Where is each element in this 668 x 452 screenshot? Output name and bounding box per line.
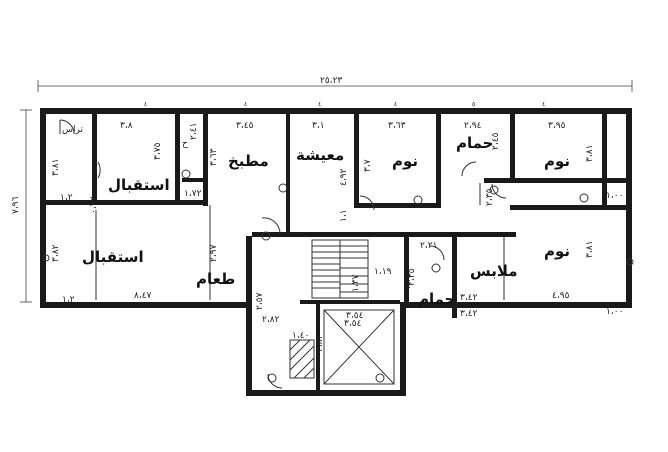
dim-label: ٢،٩٤: [464, 121, 482, 131]
room-bath-lower: حمام: [418, 290, 456, 308]
dim-label: ٣،٧: [363, 159, 373, 172]
dim-label: ٤،٩٥: [552, 291, 570, 301]
interior-walls: [46, 114, 626, 390]
dim-label: ٣،٦٣: [209, 148, 219, 166]
dim-label: ٣،٨٢: [51, 244, 61, 262]
dim-label: ٣،٨١: [585, 145, 595, 162]
dim-label: ٢،٤١: [189, 123, 199, 140]
door-symbols: [42, 169, 634, 383]
dim-label: ١،٠٠: [606, 191, 623, 201]
dim-label: ١،١٩: [374, 267, 392, 277]
dim-label: ٢،٣٥: [485, 188, 495, 206]
room-reception-lower: استقبال: [82, 248, 144, 266]
dim-label: ٢،٢٥: [407, 268, 417, 286]
dimension-labels: ٣،٨ ٣،٤٥ ٣،١ ٣،٦٣ ٢،٩٤ ٣،٩٥ ١،٢ ٣،٨١ ٣،٧…: [51, 121, 623, 352]
window-code: ٤: [244, 101, 247, 108]
room-labels: تراس استقبال استقبال مطبخ معيشة نوم حمام…: [62, 125, 570, 308]
dim-label: ٣،٤٢: [460, 309, 478, 319]
room-living: معيشة: [296, 146, 344, 164]
dim-label: ٢،٤٥: [491, 132, 501, 150]
room-bedroom-1: نوم: [392, 152, 418, 170]
window-markers: ٤ ٤ ٤ ٤ ٥ ٤: [144, 101, 545, 108]
dim-label: ٣،٦٣: [388, 121, 406, 131]
dim-label: ٣،٥٤: [346, 311, 364, 321]
room-bedroom-2: نوم: [544, 152, 570, 170]
dim-label: ١،٣٧: [351, 274, 361, 292]
room-dressing: ملابس: [470, 262, 518, 280]
dim-label: ١،٢: [62, 295, 75, 305]
room-kitchen: مطبخ: [228, 152, 269, 170]
dim-label: ٢،٥٧: [255, 292, 265, 310]
dim-label: ٣،٧٥: [153, 142, 163, 160]
window-code: ٤: [542, 101, 545, 108]
dim-label: ١،١: [339, 209, 349, 222]
room-dining: طعام: [196, 270, 235, 288]
dim-label: ١،٤٠: [292, 331, 309, 341]
dim-label: ٨،٤٧: [134, 291, 152, 301]
dim-label: ٣،٨١: [51, 159, 61, 176]
window-code: ٤: [318, 101, 321, 108]
outer-walls: [40, 108, 632, 396]
room-bath-small: ح: [182, 139, 188, 149]
dim-label: ٢،٩٧: [209, 244, 219, 262]
staircase: [311, 239, 369, 299]
dim-label: ٠،٧٢: [89, 196, 99, 214]
overall-dimension-lines: [20, 80, 633, 303]
dim-label: ٢،٨٢: [262, 315, 280, 325]
dim-label: ٣،٤٥: [236, 121, 254, 131]
dim-label: ٤،٩٢: [339, 168, 349, 186]
overall-width-label: ٢٥،٢٣: [320, 76, 342, 86]
window-code: ٥: [472, 101, 475, 108]
shaft: [323, 309, 395, 385]
dim-label: ٣،٨: [120, 121, 133, 131]
room-bath-upper: حمام: [456, 134, 494, 152]
dim-label: ٢،٨٣: [315, 334, 325, 352]
window-code: ٤: [144, 101, 147, 108]
window-code: ٤: [394, 101, 397, 108]
dim-label: ٣،٨١: [585, 241, 595, 258]
room-bedroom-3: نوم: [544, 242, 570, 260]
dim-label: ٣،٥٤: [344, 319, 362, 329]
dim-label: ١،٧٢: [184, 189, 202, 199]
dim-label: ٢،٢١: [420, 241, 437, 251]
dim-label: ١،٣٥: [403, 272, 413, 290]
dim-label: ١،٢: [60, 193, 73, 203]
room-reception-upper: استقبال: [108, 176, 170, 194]
dim-label: ٣،٤٢: [460, 293, 478, 303]
overall-height-label: ٧،٩٦: [11, 196, 21, 214]
room-terrace: تراس: [62, 125, 83, 135]
thin-lines: [59, 119, 507, 389]
small-bath-hatch: [289, 339, 315, 379]
dim-label: ٣،٩٥: [548, 121, 566, 131]
dim-label: ١،٠٠: [606, 307, 623, 317]
dim-label: ٣،١: [312, 121, 325, 131]
